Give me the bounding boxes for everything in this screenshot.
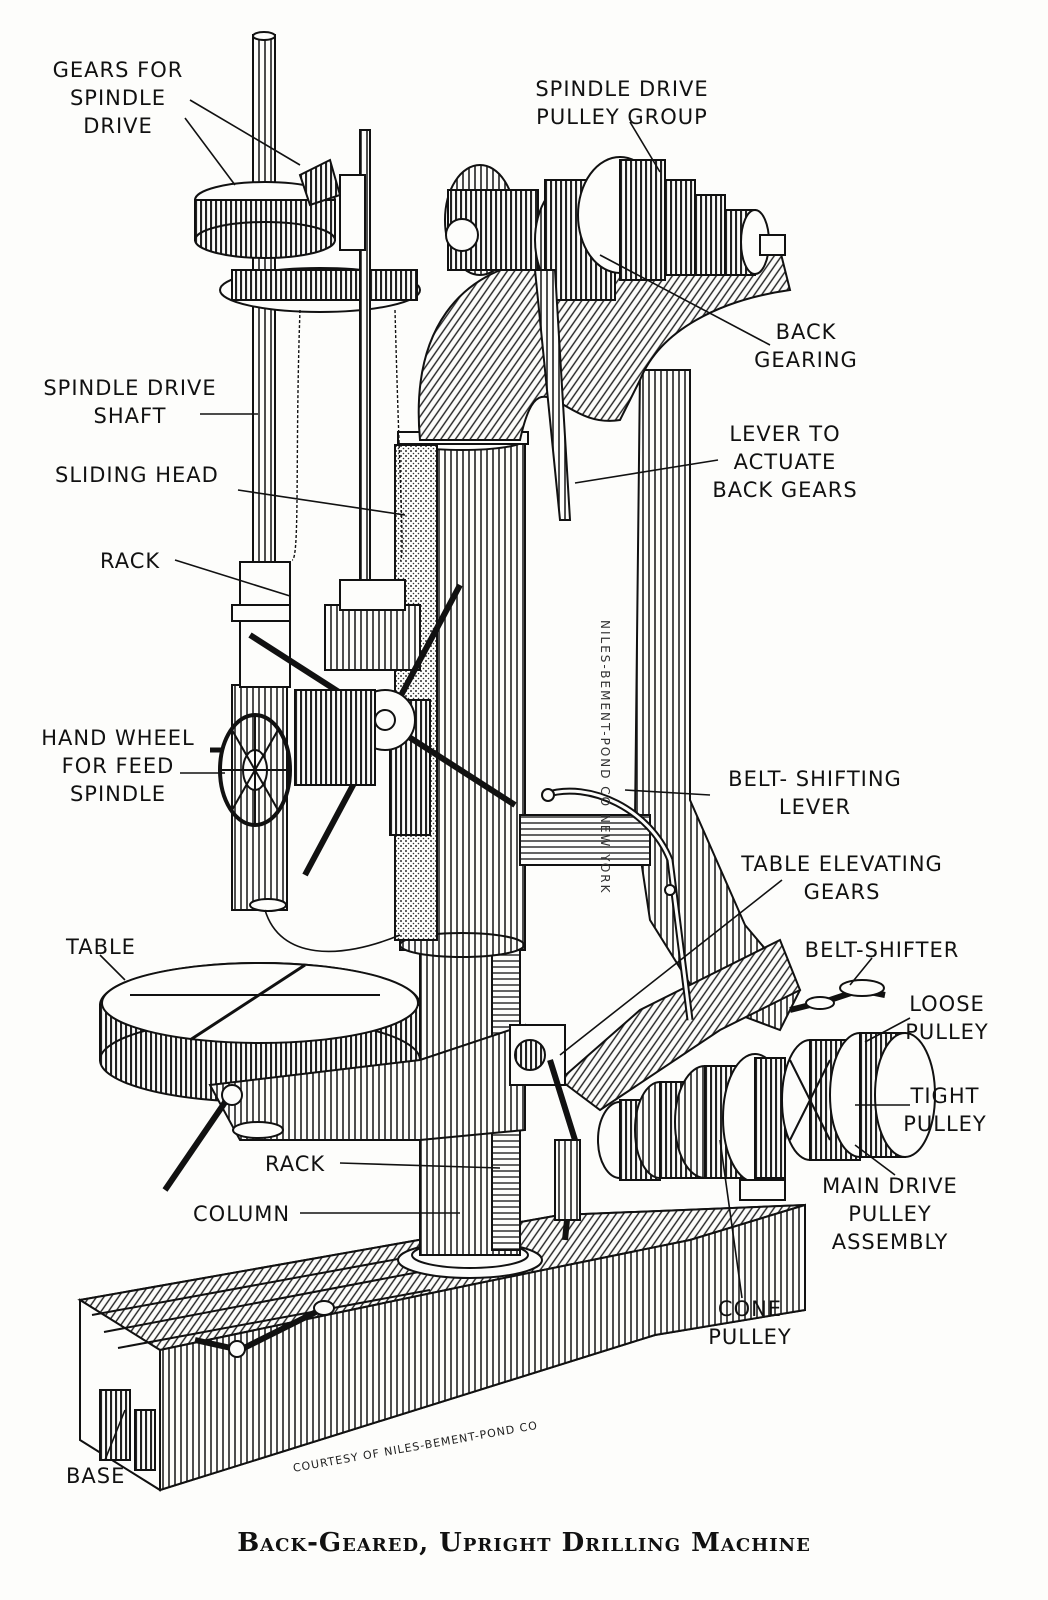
- label-gears-for-spindle-drive: GEARS FOR SPINDLE DRIVE: [52, 58, 184, 138]
- leader-rack-upper: [174, 559, 291, 597]
- label-loose-pulley: LOOSE PULLEY: [905, 992, 989, 1044]
- leader-base: [104, 1409, 126, 1461]
- label-cone-pulley: CONE PULLEY: [708, 1297, 792, 1349]
- belt-shifting-lever: [541, 787, 694, 1021]
- leader-table: [99, 954, 126, 981]
- leader-cone-pulley: [719, 1139, 743, 1299]
- label-rack-lower: RACK: [265, 1152, 326, 1176]
- casting-lettering: NILES-BEMENT-POND CO NEW YORK: [598, 620, 612, 895]
- leader-table-elevating-gears: [559, 879, 783, 1056]
- leader-gears-spindle-drive-2: [184, 117, 236, 186]
- label-hand-wheel-for-feed-spindle: HAND WHEEL FOR FEED SPINDLE: [41, 726, 195, 806]
- feed-capstan: [248, 583, 517, 877]
- leader-back-gearing: [599, 254, 771, 346]
- spindle-drive-pulley-group: [444, 156, 786, 521]
- sliding-head: [324, 579, 431, 836]
- leader-lines: [99, 99, 911, 1461]
- leader-pulley-group: [629, 121, 661, 173]
- main-drive-pulley-assembly: [781, 1032, 936, 1161]
- spindle-sleeve: [231, 561, 291, 912]
- leader-lever-back-gears: [574, 459, 719, 484]
- label-main-drive-pulley-assembly: MAIN DRIVE PULLEY ASSEMBLY: [822, 1174, 958, 1254]
- label-belt-shifting-lever: BELT- SHIFTING LEVER: [728, 767, 902, 819]
- label-spindle-drive-shaft: SPINDLE DRIVE SHAFT: [43, 376, 217, 428]
- label-table-elevating-gears: TABLE ELEVATING GEARS: [741, 852, 943, 904]
- cone-pulley: [597, 1053, 788, 1201]
- label-sliding-head: SLIDING HEAD: [55, 463, 219, 487]
- figure-caption: Back-Geared, Upright Drilling Machine: [237, 1528, 811, 1558]
- leader-belt-shifting-lever: [624, 789, 711, 796]
- belt-shifter: [789, 979, 886, 1013]
- upright-frame: [417, 248, 802, 1112]
- label-spindle-drive-pulley-group: SPINDLE DRIVE PULLEY GROUP: [535, 77, 709, 129]
- spindle-drive-gears: [194, 129, 421, 611]
- label-back-gearing: BACK GEARING: [754, 320, 858, 372]
- label-base: BASE: [66, 1464, 126, 1488]
- table: [99, 962, 526, 1192]
- leader-belt-shifter: [849, 957, 873, 986]
- leader-main-drive: [854, 1144, 896, 1176]
- label-rack-upper: RACK: [100, 549, 161, 573]
- hand-wheel: [210, 713, 292, 827]
- leader-rack-lower: [339, 1162, 501, 1169]
- label-belt-shifter: BELT-SHIFTER: [804, 938, 960, 962]
- leader-sliding-head: [237, 489, 406, 516]
- column: [394, 429, 543, 1279]
- table-elevating-gears: [509, 1024, 581, 1241]
- leader-loose-pulley: [864, 1017, 911, 1043]
- label-table: TABLE: [66, 935, 136, 959]
- label-column: COLUMN: [193, 1202, 291, 1226]
- label-lever-to-actuate-back-gears: LEVER TO ACTUATE BACK GEARS: [712, 422, 858, 502]
- leader-gears-spindle-drive-1: [189, 99, 301, 166]
- label-tight-pulley: TIGHT PULLEY: [903, 1084, 987, 1136]
